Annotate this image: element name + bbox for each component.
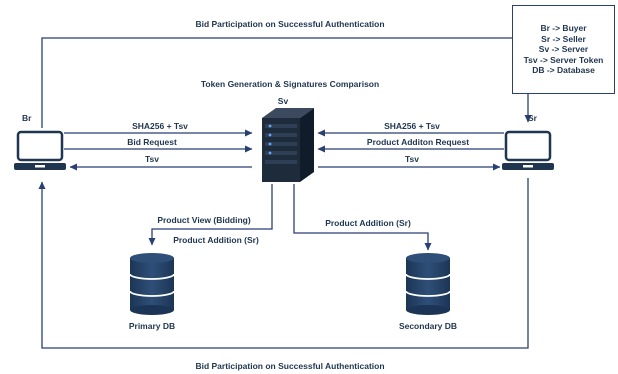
buyer-computer-icon [14, 130, 66, 170]
seller-computer-icon [502, 130, 554, 170]
secondary-db-connector [293, 184, 432, 251]
primary-product-addition-label: Product Addition (Sr) [173, 235, 259, 245]
buyer-tsv-label: Tsv [145, 154, 159, 164]
bottom-authentication-connector [38, 178, 529, 349]
legend-item: Sv -> Server [538, 44, 589, 55]
product-view-label: Product View (Bidding) [157, 215, 251, 225]
legend-item: Sr -> Seller [541, 33, 586, 44]
legend-item: Tsv -> Server Token [523, 54, 604, 65]
seller-tsv-label: Tsv [405, 154, 419, 164]
secondary-product-addition-label: Product Addition (Sr) [325, 218, 411, 228]
seller-label: Sr [528, 113, 538, 123]
legend-box: Br -> Buyer Sr -> Seller Sv -> Server Ts… [512, 5, 615, 94]
legend-item: DB -> Database [532, 65, 595, 76]
top-authentication-label: Bid Participation on Successful Authenti… [195, 19, 384, 29]
secondary-database-icon [405, 253, 451, 315]
buyer-request-label: Bid Request [127, 137, 177, 147]
primary-database-icon [129, 253, 175, 315]
seller-sha-label: SHA256 + Tsv [384, 121, 440, 131]
token-generation-label: Token Generation & Signatures Comparison [201, 79, 379, 89]
server-icon [262, 108, 314, 182]
buyer-sha-label: SHA256 + Tsv [132, 121, 188, 131]
seller-request-label: Product Additon Request [367, 137, 469, 147]
primary-db-label: Primary DB [129, 321, 175, 331]
server-label: Sv [278, 96, 289, 106]
primary-db-connector [148, 184, 273, 246]
buyer-label: Br [22, 113, 32, 123]
secondary-db-label: Secondary DB [399, 321, 457, 331]
bottom-authentication-label: Bid Participation on Successful Authenti… [195, 361, 384, 371]
legend-item: Br -> Buyer [540, 23, 587, 34]
